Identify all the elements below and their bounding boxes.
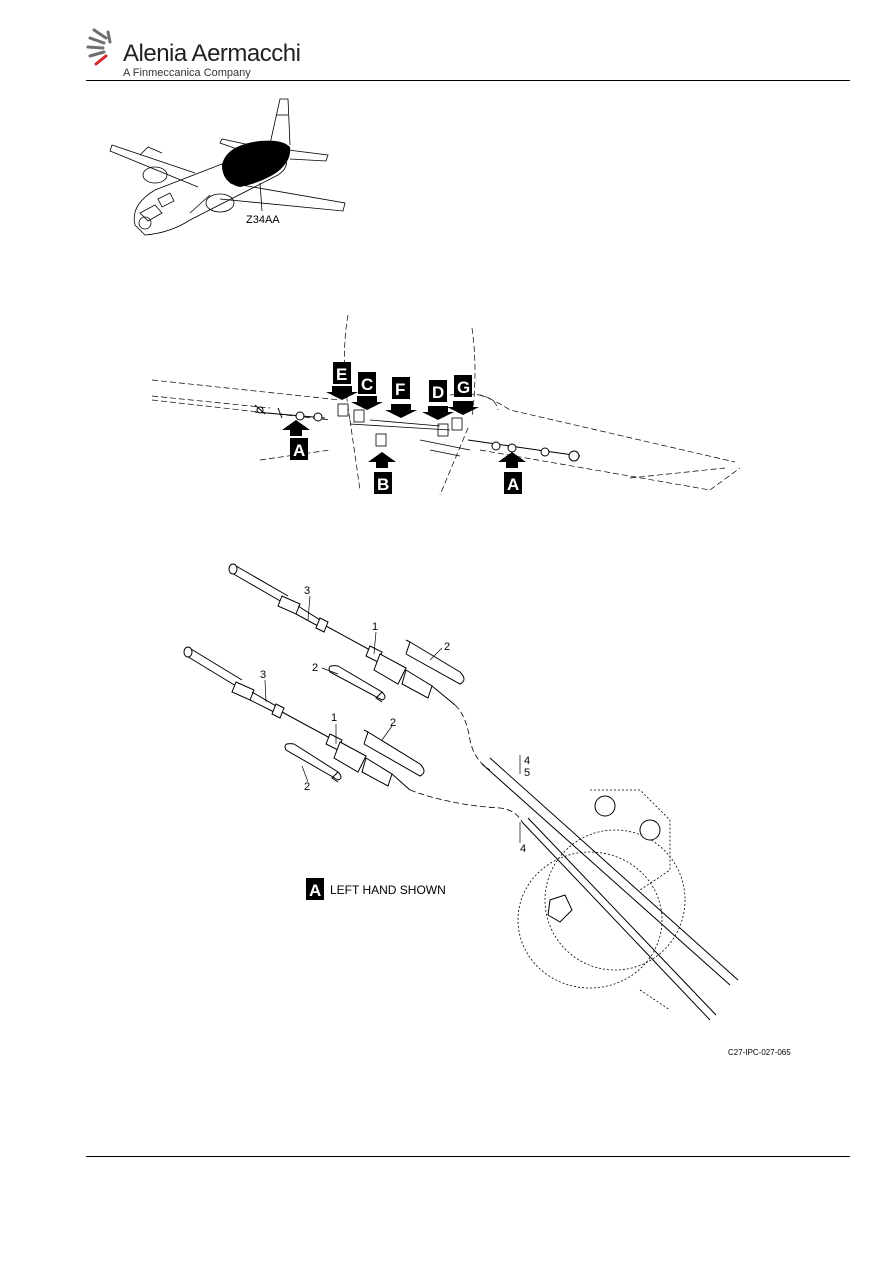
overview-diagram: E C F D G A B A (151, 314, 741, 496)
view-marker-a-right: A (498, 452, 526, 494)
alenia-logo-mark (86, 28, 112, 66)
footer-rule (86, 1156, 850, 1157)
svg-text:G: G (457, 378, 470, 397)
view-marker-b: B (368, 452, 396, 494)
callout-1-upper: 1 (372, 621, 378, 633)
locator-aircraft: Z34AA (109, 98, 346, 236)
svg-text:F: F (395, 380, 405, 399)
callout-1-lower: 1 (331, 712, 337, 724)
svg-text:B: B (377, 475, 389, 494)
callout-3-upper: 3 (304, 585, 310, 597)
zone-label: Z34AA (246, 214, 280, 226)
callout-2-lower-left: 2 (304, 781, 310, 793)
zone-highlight (222, 140, 291, 187)
view-marker-c: C (351, 372, 383, 410)
svg-text:A: A (293, 441, 305, 460)
callout-4-lower: 4 (520, 843, 526, 855)
svg-text:D: D (432, 383, 444, 402)
view-marker-g: G (447, 375, 479, 415)
view-marker-e: E (326, 362, 358, 400)
callout-2-lower-right: 2 (390, 717, 396, 729)
view-marker-a-left: A (282, 420, 310, 460)
callout-2-upper-left: 2 (312, 662, 318, 674)
view-marker-f: F (385, 377, 417, 418)
callout-3-lower: 3 (260, 669, 266, 681)
callout-4-upper: 4 (524, 755, 530, 767)
callout-2-upper-right: 2 (444, 641, 450, 653)
detail-legend: A LEFT HAND SHOWN (306, 878, 446, 900)
svg-text:A: A (507, 475, 519, 494)
legend-text: LEFT HAND SHOWN (330, 883, 446, 897)
brand-tagline: A Finmeccanica Company (123, 67, 251, 79)
callout-5: 5 (524, 767, 530, 779)
view-marker-d: D (422, 380, 454, 420)
brand-name: Alenia Aermacchi (123, 40, 301, 67)
svg-text:E: E (336, 365, 347, 384)
detail-a-diagram: 3 1 2 2 3 1 2 2 4 5 4 A LEFT HAND SHOWN (183, 563, 739, 1021)
header-rule (86, 80, 850, 81)
svg-text:C: C (361, 375, 373, 394)
figure-id: C27-IPC-027-065 (728, 1048, 791, 1057)
svg-text:A: A (309, 881, 321, 900)
